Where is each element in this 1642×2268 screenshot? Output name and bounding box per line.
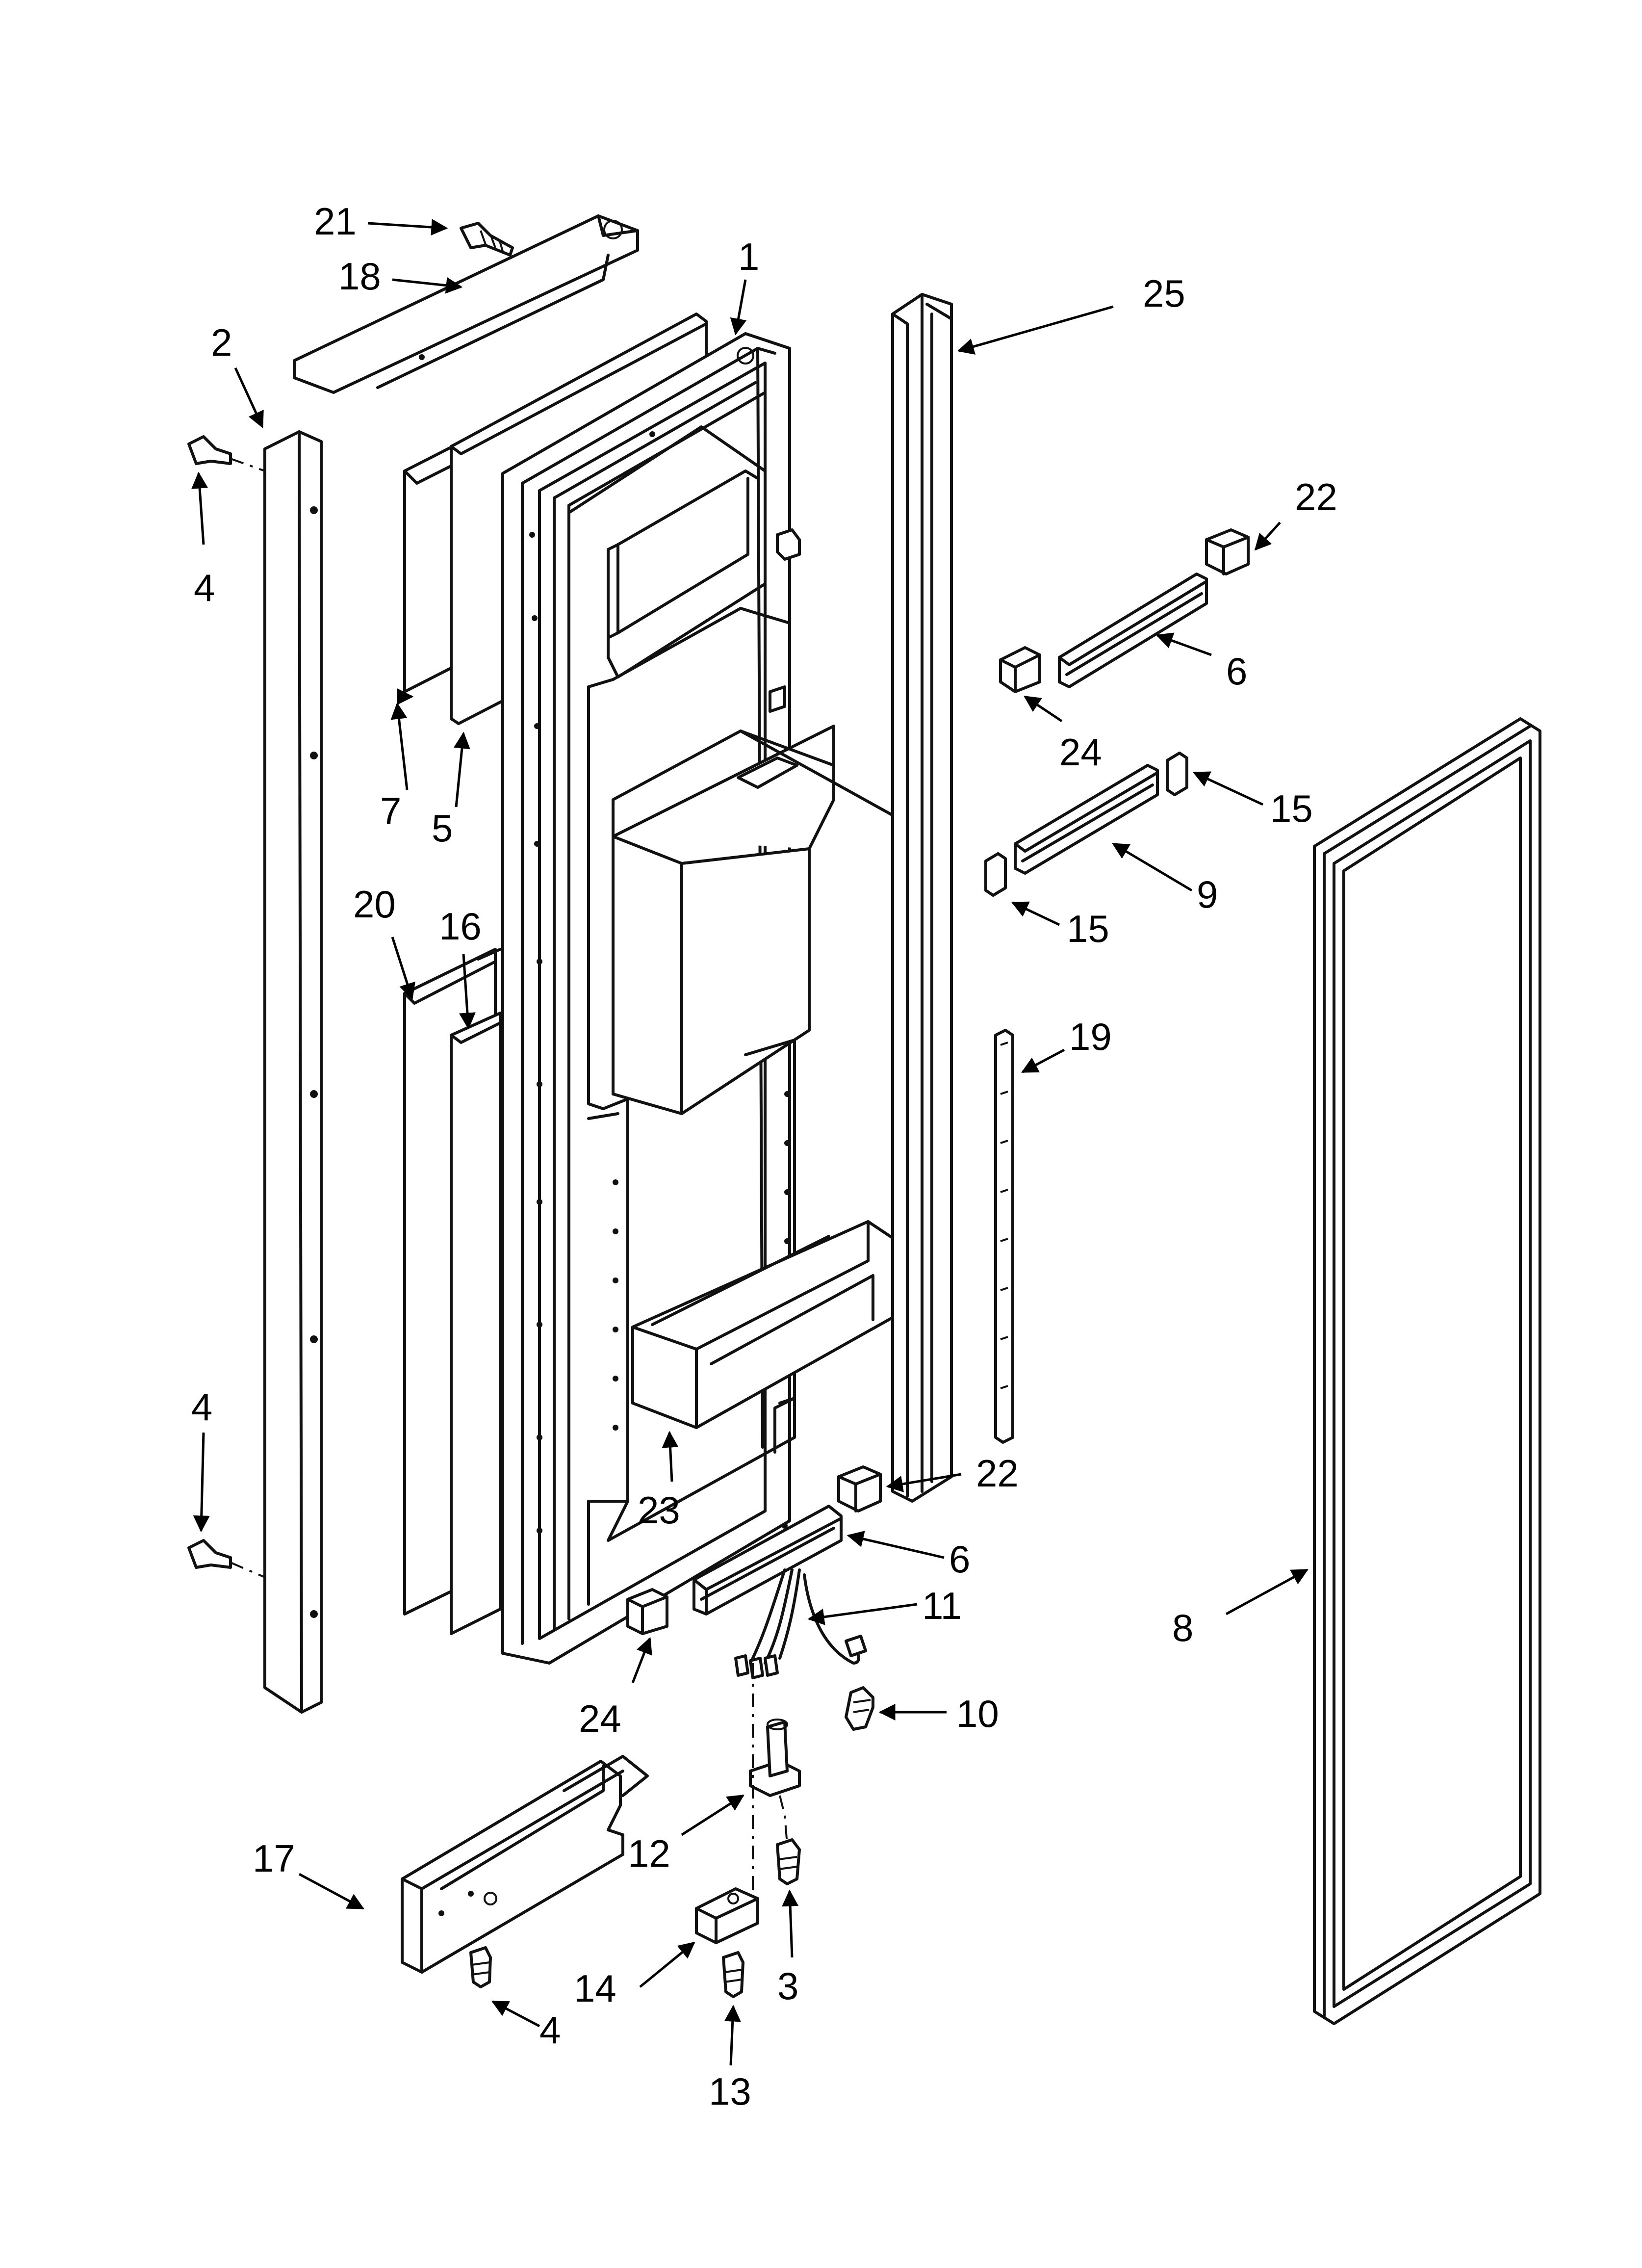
spacer-15-lower-part (984, 852, 1007, 897)
callout-11: 11 (922, 1584, 962, 1627)
callout-7: 7 (380, 789, 401, 833)
left-side-trim-part (263, 430, 323, 1714)
leader-lines (191, 219, 1308, 2066)
callout-13: 13 (709, 2070, 751, 2113)
upper-clip-22-part (1205, 528, 1250, 575)
callout-10: 10 (956, 1692, 999, 1735)
lower-shelf-rail-part (693, 1505, 843, 1616)
top-screw-part (460, 222, 514, 257)
right-door-trim-part (891, 293, 953, 1503)
callout-22-upper: 22 (1295, 475, 1337, 519)
upper-clip-24-part (999, 646, 1041, 693)
callout-19: 19 (1069, 1015, 1112, 1058)
callout-20: 20 (353, 883, 396, 926)
callout-16: 16 (439, 905, 482, 948)
door-gasket-part (1313, 717, 1541, 2025)
callout-25: 25 (1143, 272, 1185, 315)
callout-18: 18 (338, 255, 381, 298)
screw-bracket-part (469, 1946, 492, 1988)
hinge-block-part (695, 1887, 759, 1944)
callout-24-upper: 24 (1059, 730, 1102, 774)
callout-labels: 21 18 1 2 4 25 22 6 24 15 9 15 19 7 5 20… (191, 200, 1337, 2113)
callout-3: 3 (777, 1964, 798, 2007)
upper-shelf-rail-part (1058, 573, 1208, 688)
callout-1: 1 (738, 235, 759, 278)
screw-upper-left-part (187, 435, 265, 472)
hinge-screw-13-part (722, 1951, 744, 1998)
retainer-strip-part (994, 1029, 1014, 1444)
callout-6-lower: 6 (949, 1538, 970, 1581)
lower-clip-part (626, 1588, 668, 1635)
callout-15-lower: 15 (1067, 907, 1109, 950)
callout-21: 21 (314, 200, 357, 243)
callout-4-middle: 4 (191, 1385, 212, 1429)
callout-4-upper: 4 (194, 566, 215, 609)
door-liner-part (501, 332, 901, 1665)
callout-23: 23 (638, 1488, 680, 1532)
lower-panel-16-part (450, 1012, 502, 1635)
callout-22-lower: 22 (976, 1452, 1019, 1495)
hinge-screw-3-part (776, 1838, 801, 1885)
callout-17: 17 (253, 1837, 295, 1880)
callout-4-lower: 4 (539, 2008, 561, 2052)
top-cap-part (293, 214, 639, 394)
callout-5: 5 (432, 807, 453, 850)
spacer-15-upper-part (1166, 752, 1188, 796)
callout-6-upper: 6 (1226, 650, 1247, 693)
bottom-bracket-part (401, 1755, 649, 1974)
harness-screw-part (845, 1686, 874, 1731)
callout-9: 9 (1197, 873, 1218, 916)
callout-15-upper: 15 (1270, 787, 1313, 830)
callout-24-lower: 24 (579, 1697, 621, 1740)
lower-clip-22-part (837, 1465, 882, 1512)
callout-2: 2 (211, 321, 232, 364)
callout-8: 8 (1172, 1606, 1193, 1649)
callout-14: 14 (574, 1967, 616, 2010)
screw-lower-left-part (187, 1539, 265, 1578)
hinge-pin-part (749, 1663, 801, 1913)
callout-12: 12 (628, 1832, 670, 1875)
shelf-rail-9-part (1014, 764, 1159, 875)
